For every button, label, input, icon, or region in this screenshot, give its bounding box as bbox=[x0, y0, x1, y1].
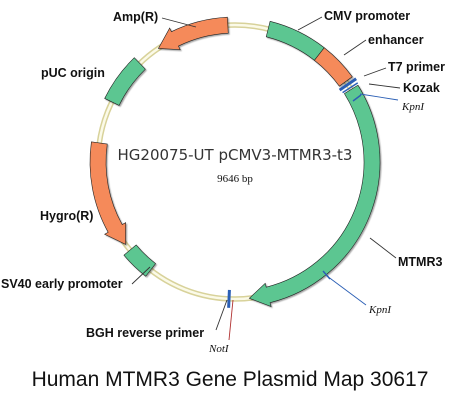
leader-kpni-top bbox=[359, 93, 399, 101]
feature-arc-cmv-promoter bbox=[265, 20, 325, 61]
leader-kpni-bottom bbox=[326, 275, 367, 306]
site-tick-kpni-top bbox=[352, 94, 362, 102]
feature-mark-bgh-reverse-primer bbox=[227, 289, 231, 308]
leader-sv40-early-promoter bbox=[131, 266, 151, 285]
label-enhancer: enhancer bbox=[368, 33, 424, 47]
feature-arc-puc-origin bbox=[104, 57, 146, 106]
label-mtmr3: MTMR3 bbox=[398, 255, 442, 269]
feature-arc-enhancer bbox=[313, 47, 353, 87]
plasmid-map: Amp(R) CMV promoter enhancer T7 primer K… bbox=[1, 9, 445, 355]
plasmid-size: 9646 bp bbox=[217, 173, 253, 185]
label-amp-r: Amp(R) bbox=[113, 10, 158, 24]
feature-arc-mtmr3 bbox=[248, 84, 381, 308]
feature-arc-sv40-early-promoter bbox=[123, 244, 157, 277]
label-site-kpni-top: KpnI bbox=[401, 101, 425, 113]
label-puc-origin: pUC origin bbox=[41, 66, 105, 80]
leader-t7-primer bbox=[363, 67, 387, 77]
plasmid-name: HG20075-UT pCMV3-MTMR3-t3 bbox=[118, 146, 353, 164]
leader-amp-r bbox=[161, 17, 197, 28]
leader-kozak bbox=[368, 83, 401, 89]
label-cmv-promoter: CMV promoter bbox=[324, 9, 410, 23]
feature-arc-amp-r bbox=[157, 16, 229, 50]
feature-mark-kozak bbox=[342, 82, 359, 94]
label-site-noti: NotI bbox=[208, 343, 230, 355]
label-kozak: Kozak bbox=[403, 81, 440, 95]
label-bgh-reverse-primer: BGH reverse primer bbox=[86, 326, 204, 340]
label-site-kpni-bottom: KpnI bbox=[368, 304, 392, 316]
feature-mark-t7-primer bbox=[338, 77, 357, 92]
label-t7-primer: T7 primer bbox=[388, 60, 445, 74]
leader-enhancer bbox=[343, 39, 367, 56]
leader-bgh-reverse-primer bbox=[215, 299, 228, 331]
leader-mtmr3 bbox=[369, 237, 397, 259]
figure-caption: Human MTMR3 Gene Plasmid Map 30617 bbox=[31, 368, 429, 391]
feature-arc-hygro-r bbox=[89, 141, 126, 245]
label-hygro-r: Hygro(R) bbox=[40, 209, 93, 223]
label-sv40-early-promoter: SV40 early promoter bbox=[1, 277, 123, 291]
leader-noti bbox=[228, 299, 234, 341]
leader-cmv-promoter bbox=[297, 16, 323, 31]
